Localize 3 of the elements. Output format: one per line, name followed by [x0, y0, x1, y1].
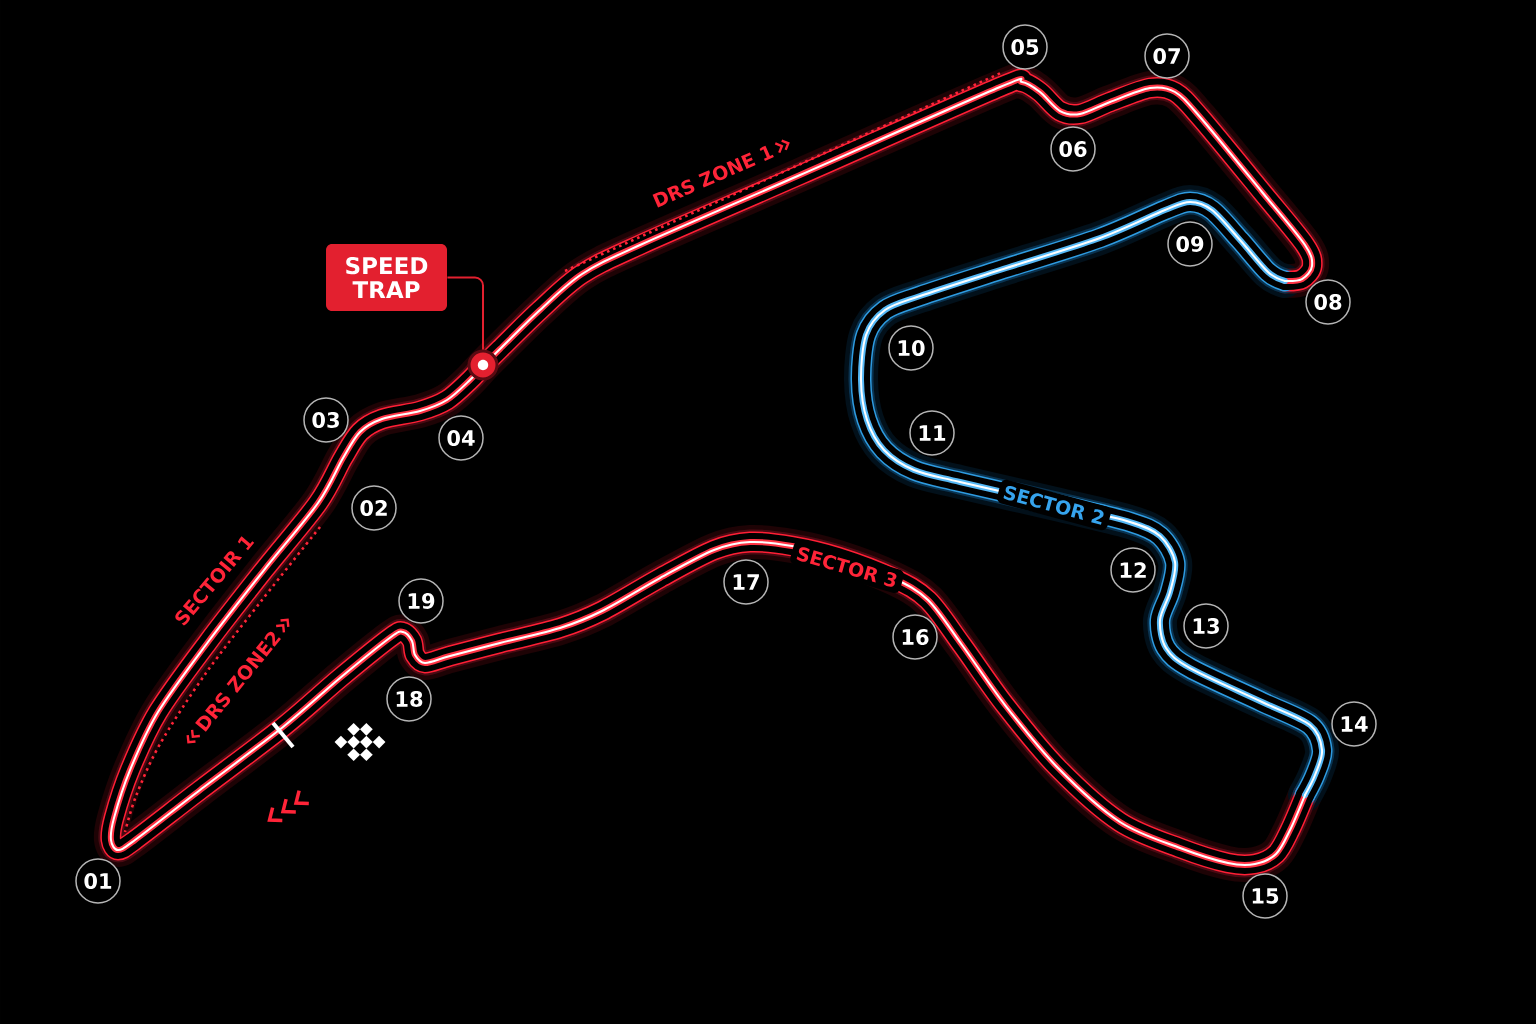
turn-number: 14 [1331, 701, 1377, 747]
turn-number: 15 [1242, 873, 1288, 919]
turn-number: 05 [1002, 24, 1048, 70]
